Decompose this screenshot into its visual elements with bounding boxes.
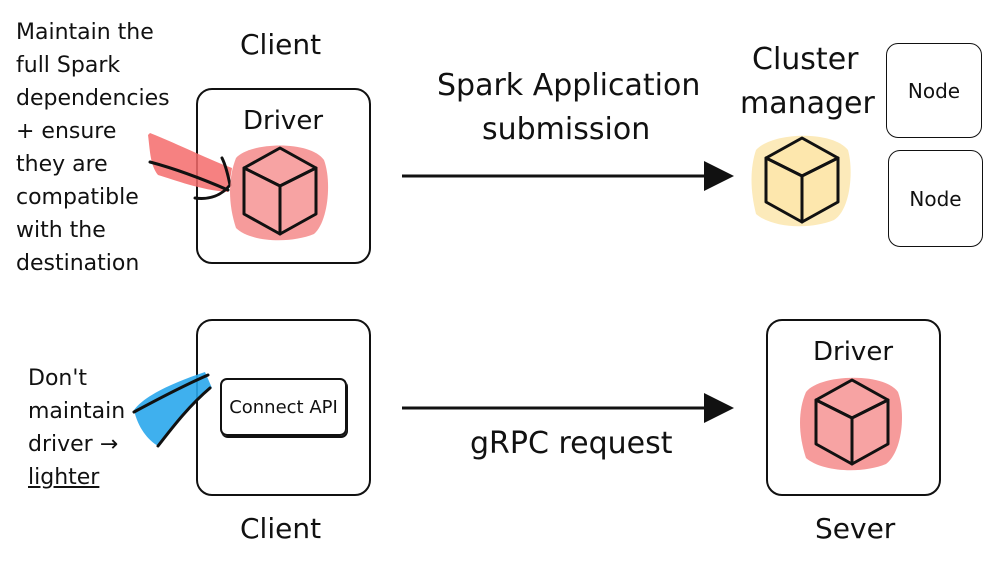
- top-driver-label: Driver: [243, 106, 324, 136]
- bottom-note-line: lighter: [28, 465, 100, 490]
- bottom-note-line: driver →: [28, 432, 119, 457]
- submission-label-line1: Spark Application: [437, 68, 701, 103]
- bottom-client-box: [196, 319, 371, 496]
- blue-pointer-line: [132, 373, 210, 414]
- grpc-label: gRPC request: [470, 426, 673, 461]
- red-pointer-line: [148, 160, 230, 192]
- bottom-note: Don't maintain driver → lighter: [28, 362, 125, 494]
- top-note-line: + ensure: [16, 119, 117, 144]
- top-note-line: they are: [16, 152, 108, 177]
- top-note-line: destination: [16, 251, 140, 276]
- node-box-1: Node: [886, 43, 982, 138]
- node-label: Node: [907, 78, 961, 103]
- server-driver-label: Driver: [813, 337, 894, 367]
- server-box: [766, 319, 941, 496]
- server-driver-cube: [800, 377, 902, 471]
- top-client-label: Client: [240, 28, 322, 61]
- cluster-manager-label-line1: Cluster: [752, 42, 859, 77]
- cluster-manager-label-line2: manager: [740, 86, 875, 121]
- bottom-client-label: Client: [240, 512, 322, 545]
- node-box-2: Node: [888, 150, 983, 247]
- node-label: Node: [909, 186, 962, 211]
- blue-highlight-arrow: [134, 372, 212, 446]
- top-driver-cube: [230, 145, 329, 241]
- top-note-line: dependencies: [16, 86, 170, 111]
- top-note-line: Maintain the: [16, 20, 154, 45]
- submission-label-line2: submission: [482, 112, 651, 147]
- server-label: Sever: [815, 512, 896, 545]
- red-highlight-arrow: [148, 133, 232, 192]
- bottom-note-line: maintain: [28, 399, 126, 424]
- connect-api-box: Connect API: [220, 378, 347, 436]
- top-note: Maintain the full Spark dependencies + e…: [16, 16, 170, 280]
- blue-pointer-line-2: [156, 386, 212, 448]
- top-note-line: full Spark: [16, 53, 121, 78]
- cluster-manager-cube: [751, 135, 851, 227]
- top-note-line: compatible: [16, 185, 139, 210]
- connect-api-label: Connect API: [229, 396, 338, 418]
- red-pointer-head: [193, 156, 232, 200]
- top-note-line: with the: [16, 218, 106, 243]
- bottom-note-line: Don't: [28, 366, 88, 391]
